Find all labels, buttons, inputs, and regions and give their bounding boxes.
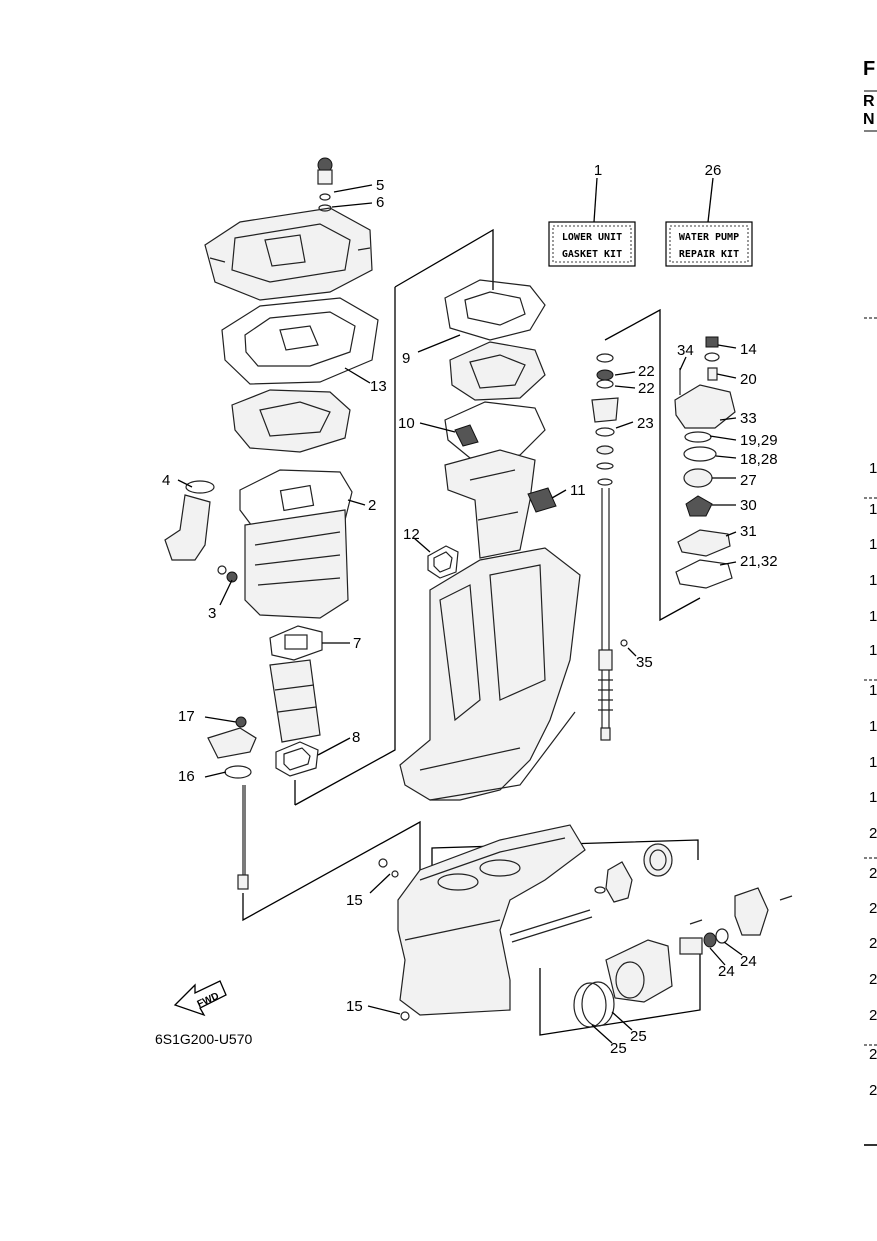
edge-row-mark: 2	[869, 1082, 877, 1099]
callout-1: 1	[594, 162, 602, 179]
callout: 19,29	[740, 432, 778, 449]
callout: 25	[630, 1028, 647, 1045]
callout: 8	[352, 729, 360, 746]
prop-shaft-assembly	[509, 843, 793, 1028]
edge-letter: F	[863, 58, 875, 80]
kit-26-line1: WATER PUMP	[679, 232, 739, 243]
exhaust-manifold	[269, 659, 321, 743]
lower-case	[378, 824, 586, 1021]
edge-row-mark: 2	[869, 900, 877, 917]
callout: 23	[637, 415, 654, 432]
callout: 12	[403, 526, 420, 543]
edge-row-mark: 1	[869, 501, 877, 518]
plate-center	[449, 341, 546, 401]
callout: 20	[740, 371, 757, 388]
upper-case-main	[399, 547, 581, 801]
water-pump-parts	[674, 336, 736, 589]
callout: 2	[368, 497, 376, 514]
seal-12	[427, 545, 459, 579]
edge-row-mark: 2	[869, 1046, 877, 1063]
edge-row-mark: 1	[869, 572, 877, 589]
edge-row-mark: 2	[869, 935, 877, 952]
edge-row-mark: 1	[869, 460, 877, 477]
leader-lines	[177, 184, 743, 1044]
kit-box-water-pump-repair: WATER PUMP REPAIR KIT 26	[665, 162, 753, 267]
kit-26-line2: REPAIR KIT	[679, 249, 739, 260]
edge-row-mark: 1	[869, 682, 877, 699]
gasket-7	[269, 625, 323, 661]
gasket-10	[444, 401, 546, 459]
edge-row-mark: 1	[869, 754, 877, 771]
callouts: 5 6 9 13 22 22 34 14 20 33 10 23 19,29 1…	[162, 177, 778, 1057]
bracket-center-top	[394, 228, 494, 290]
edge-row-mark: 1	[869, 608, 877, 625]
callout: 15	[346, 892, 363, 909]
upper-casing	[204, 157, 373, 301]
upper-case-center	[444, 449, 536, 559]
callout: 35	[636, 654, 653, 671]
callout: 6	[376, 194, 384, 211]
edge-row-mark: 2	[869, 825, 877, 842]
kit-1-line1: LOWER UNIT	[562, 232, 622, 243]
bracket-lower-left	[242, 820, 421, 922]
right-edge-column: F R N 1 1 1 1 1 1 1 1 1 1 2 2 2 2 2 2 2 …	[863, 58, 877, 1146]
callout: 22	[638, 380, 655, 397]
callout: 21,32	[740, 553, 778, 570]
callout: 24	[718, 963, 735, 980]
callout: 33	[740, 410, 757, 427]
exhaust-pipe-left	[164, 480, 238, 583]
callout: 14	[740, 341, 757, 358]
edge-row-mark: 1	[869, 789, 877, 806]
kit-box-lower-unit-gasket: LOWER UNIT GASKET KIT 1	[548, 162, 636, 267]
kit-1-line2: GASKET KIT	[562, 249, 622, 260]
edge-row-mark: 1	[869, 536, 877, 553]
edge-row-mark: 2	[869, 1007, 877, 1024]
diagram-code: 6S1G200-U570	[155, 1031, 253, 1047]
callout: 3	[208, 605, 216, 622]
callout-26: 26	[705, 162, 722, 179]
callout: 34	[677, 342, 694, 359]
muffler	[244, 509, 349, 619]
callout: 5	[376, 177, 384, 194]
callout: 18,28	[740, 451, 778, 468]
callout: 9	[402, 350, 410, 367]
callout: 7	[353, 635, 361, 652]
callout: 27	[740, 472, 757, 489]
edge-letter: R	[863, 93, 875, 110]
gasket-8	[275, 741, 319, 777]
fwd-arrow-icon: FWD	[173, 980, 227, 1017]
callout: 25	[610, 1040, 627, 1057]
callout: 13	[370, 378, 387, 395]
callout: 10	[398, 415, 415, 432]
callout: 17	[178, 708, 195, 725]
callout: 31	[740, 523, 757, 540]
callout: 24	[740, 953, 757, 970]
gasket-13	[221, 297, 379, 385]
callout: 22	[638, 363, 655, 380]
edge-row-mark: 1	[869, 718, 877, 735]
gasket-9	[444, 279, 546, 341]
callout: 30	[740, 497, 757, 514]
bracket-water-pump	[604, 308, 701, 622]
bracket-propshaft	[539, 940, 701, 1036]
edge-row-mark: 2	[869, 865, 877, 882]
callout: 4	[162, 472, 170, 489]
edge-letter: N	[863, 111, 875, 128]
callout: 16	[178, 768, 195, 785]
edge-row-mark: 2	[869, 971, 877, 988]
callout: 15	[346, 998, 363, 1015]
callout: 11	[570, 482, 586, 499]
rubber-mount-11	[527, 487, 557, 513]
edge-row-mark: 1	[869, 642, 877, 659]
exhaust-guide	[231, 389, 351, 453]
drive-shaft	[591, 353, 628, 741]
water-pipe-17	[207, 716, 257, 890]
